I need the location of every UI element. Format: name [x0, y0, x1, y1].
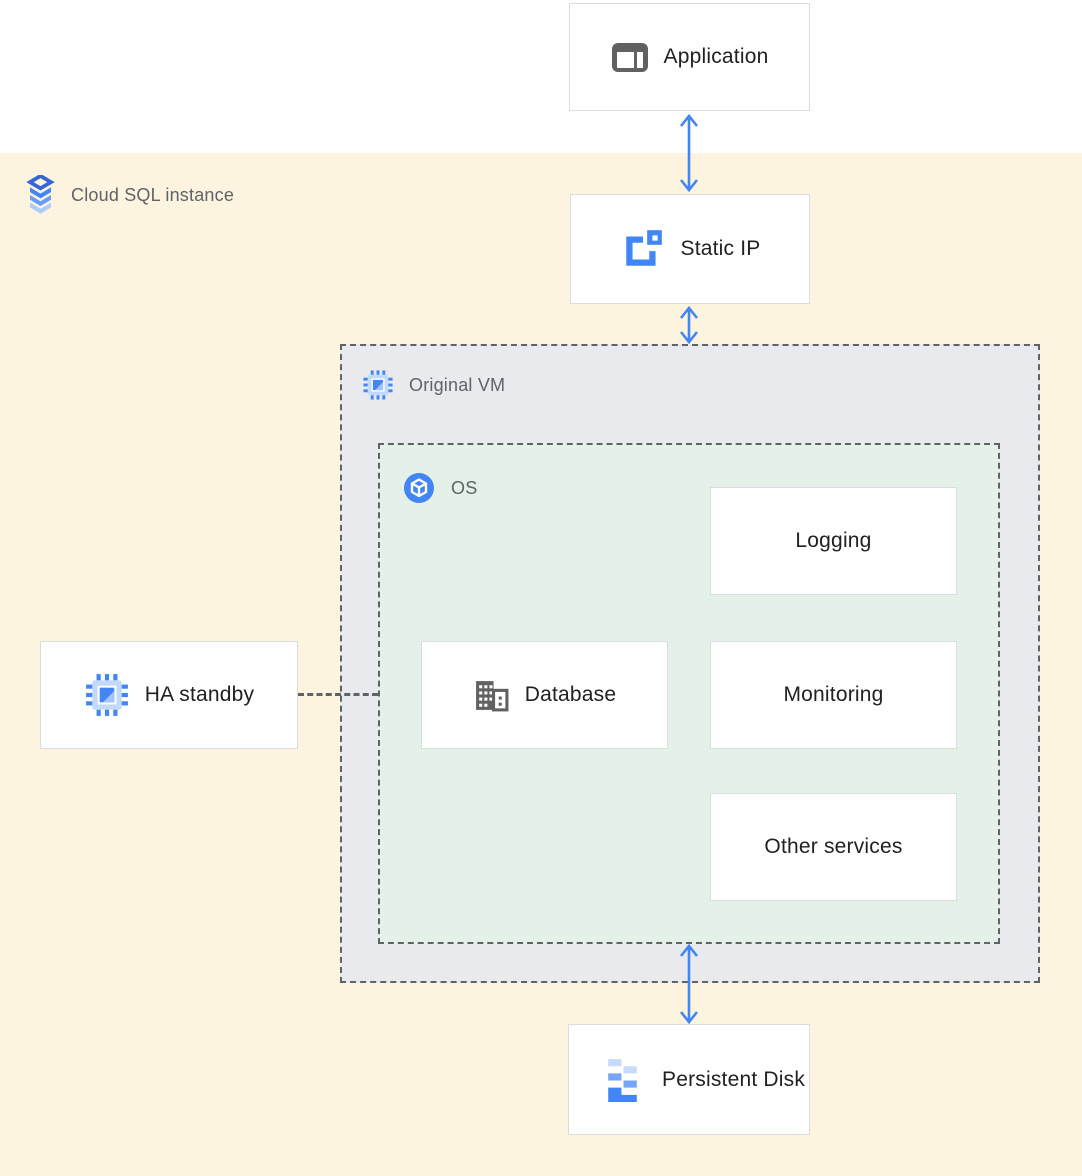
original-vm-label-group: Original VM [362, 369, 505, 401]
monitoring-box: Monitoring [710, 641, 957, 749]
ha-standby-label: HA standby [144, 683, 255, 706]
persistent-disk-icon [598, 1055, 647, 1104]
os-label-group: OS [402, 471, 477, 505]
database-label: Database [524, 683, 617, 706]
other-services-label: Other services [764, 835, 903, 858]
cloud-sql-icon [25, 175, 56, 215]
cloud-sql-instance-label: Cloud SQL instance [71, 184, 235, 205]
ha-standby-box: HA standby [40, 641, 298, 749]
other-services-box: Other services [710, 793, 957, 901]
compute-engine-icon [362, 369, 394, 401]
arrow-application-staticip [679, 113, 699, 193]
static-ip-label: Static IP [680, 237, 761, 260]
database-icon [473, 677, 510, 714]
logging-label: Logging [795, 529, 872, 552]
application-icon [611, 42, 649, 73]
application-box: Application [569, 3, 810, 111]
application-label: Application [663, 45, 769, 68]
static-ip-icon [620, 226, 666, 272]
os-icon [402, 471, 436, 505]
database-box: Database [421, 641, 668, 749]
cloud-sql-instance-label-group: Cloud SQL instance [25, 175, 234, 215]
compute-engine-icon [84, 672, 130, 718]
persistent-disk-label: Persistent Disk [662, 1067, 806, 1091]
persistent-disk-box: Persistent Disk [568, 1024, 810, 1135]
ha-standby-connector [298, 693, 378, 696]
original-vm-label: Original VM [409, 374, 506, 395]
arrow-staticip-vm [679, 305, 699, 345]
logging-box: Logging [710, 487, 957, 595]
static-ip-box: Static IP [570, 194, 810, 304]
monitoring-label: Monitoring [783, 683, 884, 706]
arrow-os-persistentdisk [679, 943, 699, 1025]
os-label: OS [451, 477, 478, 498]
